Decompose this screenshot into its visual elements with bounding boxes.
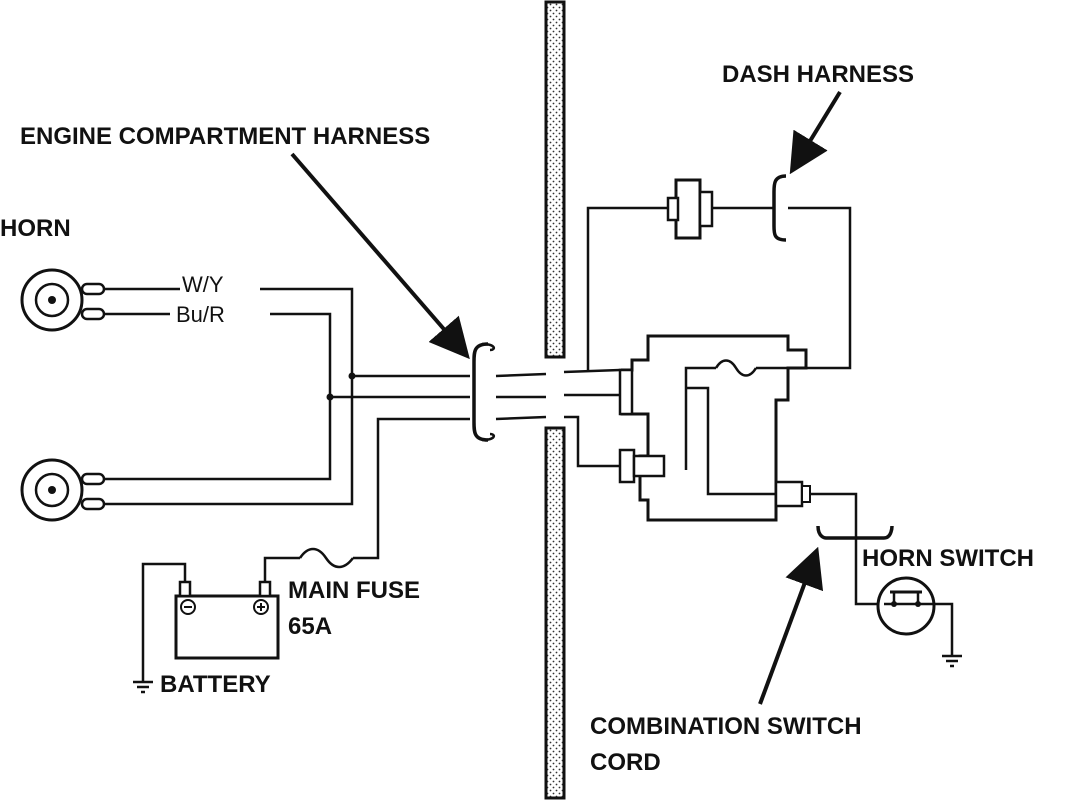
firewall bbox=[544, 0, 566, 800]
combination-switch-wiring bbox=[810, 492, 894, 606]
battery-icon bbox=[174, 580, 280, 660]
horn-icon bbox=[20, 268, 106, 332]
connector-icon bbox=[666, 178, 714, 240]
fuse-feed-wire bbox=[353, 415, 610, 560]
wire-bur-label: Bu/R bbox=[176, 302, 225, 327]
combination-switch-arrow bbox=[758, 546, 824, 705]
wire-wy-label: W/Y bbox=[182, 272, 224, 297]
horn-switch-label: HORN SWITCH bbox=[862, 545, 1034, 572]
engine-harness-connector bbox=[472, 342, 496, 442]
horn-label: HORN bbox=[0, 215, 71, 242]
horn-icon bbox=[20, 458, 106, 522]
main-fuse-label: MAIN FUSE bbox=[288, 577, 420, 604]
fuse-icon bbox=[298, 547, 354, 569]
engine-harness-label: ENGINE COMPARTMENT HARNESS bbox=[20, 123, 430, 150]
ground-icon bbox=[942, 654, 962, 668]
relay-icon bbox=[610, 334, 811, 522]
engine-harness-arrow bbox=[290, 152, 470, 360]
horn-switch-icon bbox=[876, 576, 954, 656]
combination-switch-cord-label: CORD bbox=[590, 749, 661, 776]
ground-icon bbox=[133, 680, 153, 694]
dash-harness-wiring bbox=[586, 206, 852, 372]
horn-wires bbox=[104, 287, 621, 506]
dash-harness-label: DASH HARNESS bbox=[722, 61, 914, 88]
dash-harness-connector bbox=[772, 174, 787, 242]
battery-label: BATTERY bbox=[160, 671, 271, 698]
battery-wiring bbox=[141, 556, 300, 682]
fuse-rating-label: 65A bbox=[288, 613, 332, 640]
dash-harness-arrow bbox=[789, 90, 842, 175]
combination-switch-label: COMBINATION SWITCH bbox=[590, 713, 862, 740]
